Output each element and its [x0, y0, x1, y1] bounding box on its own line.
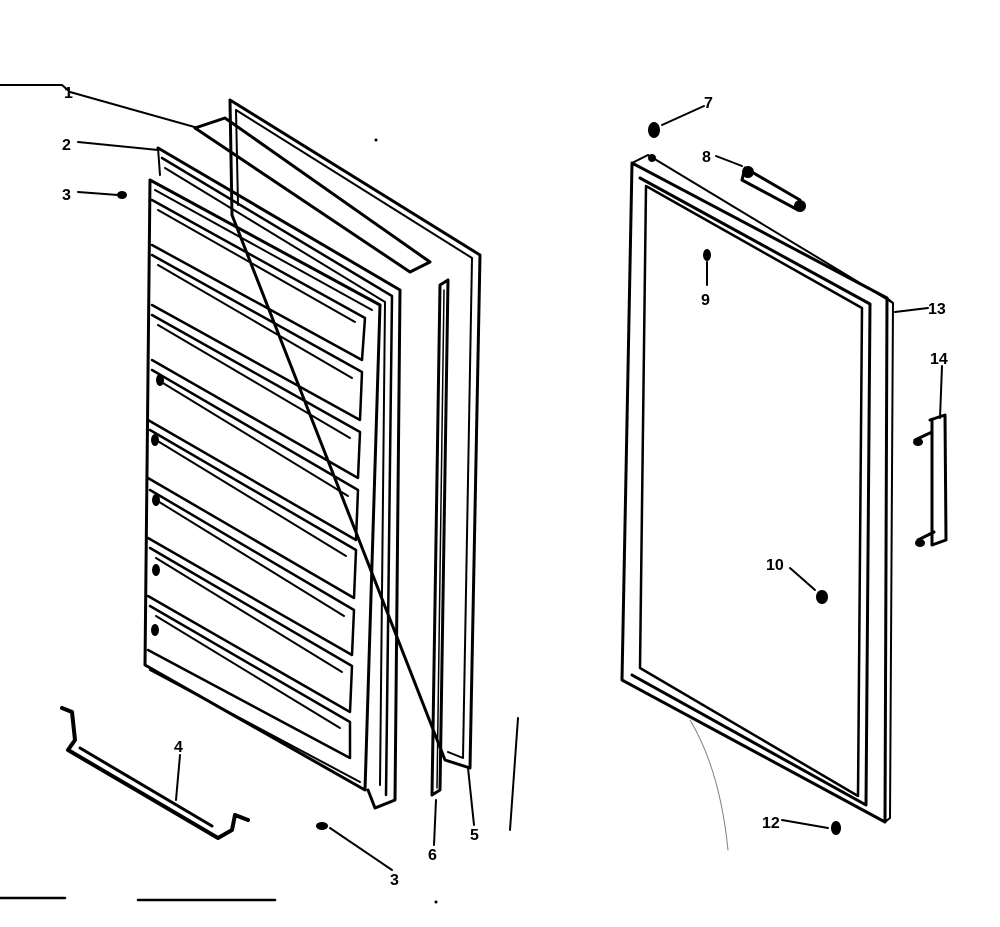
callout-2: 2	[62, 137, 71, 154]
door-rack-bracket	[60, 706, 250, 840]
callout-13: 13	[928, 301, 946, 318]
callout-14: 14	[930, 351, 948, 368]
breaker-strip	[430, 278, 450, 797]
callout-6: 6	[428, 847, 437, 864]
plug-9	[703, 249, 711, 261]
screw-10	[816, 590, 828, 604]
callout-7: 7	[704, 95, 713, 112]
callout-5: 5	[470, 827, 479, 844]
screw-top	[117, 191, 127, 199]
left-leader-lines	[0, 84, 475, 871]
outer-door-assembly: 7 8 9 13 14 10 12	[620, 95, 948, 851]
stray-lines	[0, 138, 519, 904]
callout-4: 4	[174, 739, 183, 756]
callout-8: 8	[702, 149, 711, 166]
liner-side-tabs	[151, 374, 164, 636]
top-gasket-strip	[193, 116, 432, 274]
frame-corner-dot	[648, 154, 656, 162]
callout-3-top: 3	[62, 187, 71, 204]
callout-10: 10	[766, 557, 784, 574]
callout-12: 12	[762, 815, 780, 832]
callout-3-bottom: 3	[390, 872, 399, 889]
door-liner-assembly: 1 2 3 4 3 6 5	[0, 84, 519, 904]
faint-arc	[689, 719, 729, 851]
inner-liner-frame	[156, 146, 402, 810]
hinge-bracket	[740, 166, 806, 212]
door-liner-panel	[143, 178, 382, 792]
screw-12	[831, 821, 841, 835]
right-leader-lines	[661, 105, 943, 829]
liner-shelf-ridges	[146, 198, 367, 760]
screw-bottom	[316, 822, 328, 830]
callout-9: 9	[701, 292, 710, 309]
screw-7	[648, 122, 660, 138]
door-handle	[913, 413, 948, 547]
outer-door-frame	[620, 154, 894, 824]
callout-1: 1	[64, 85, 73, 102]
